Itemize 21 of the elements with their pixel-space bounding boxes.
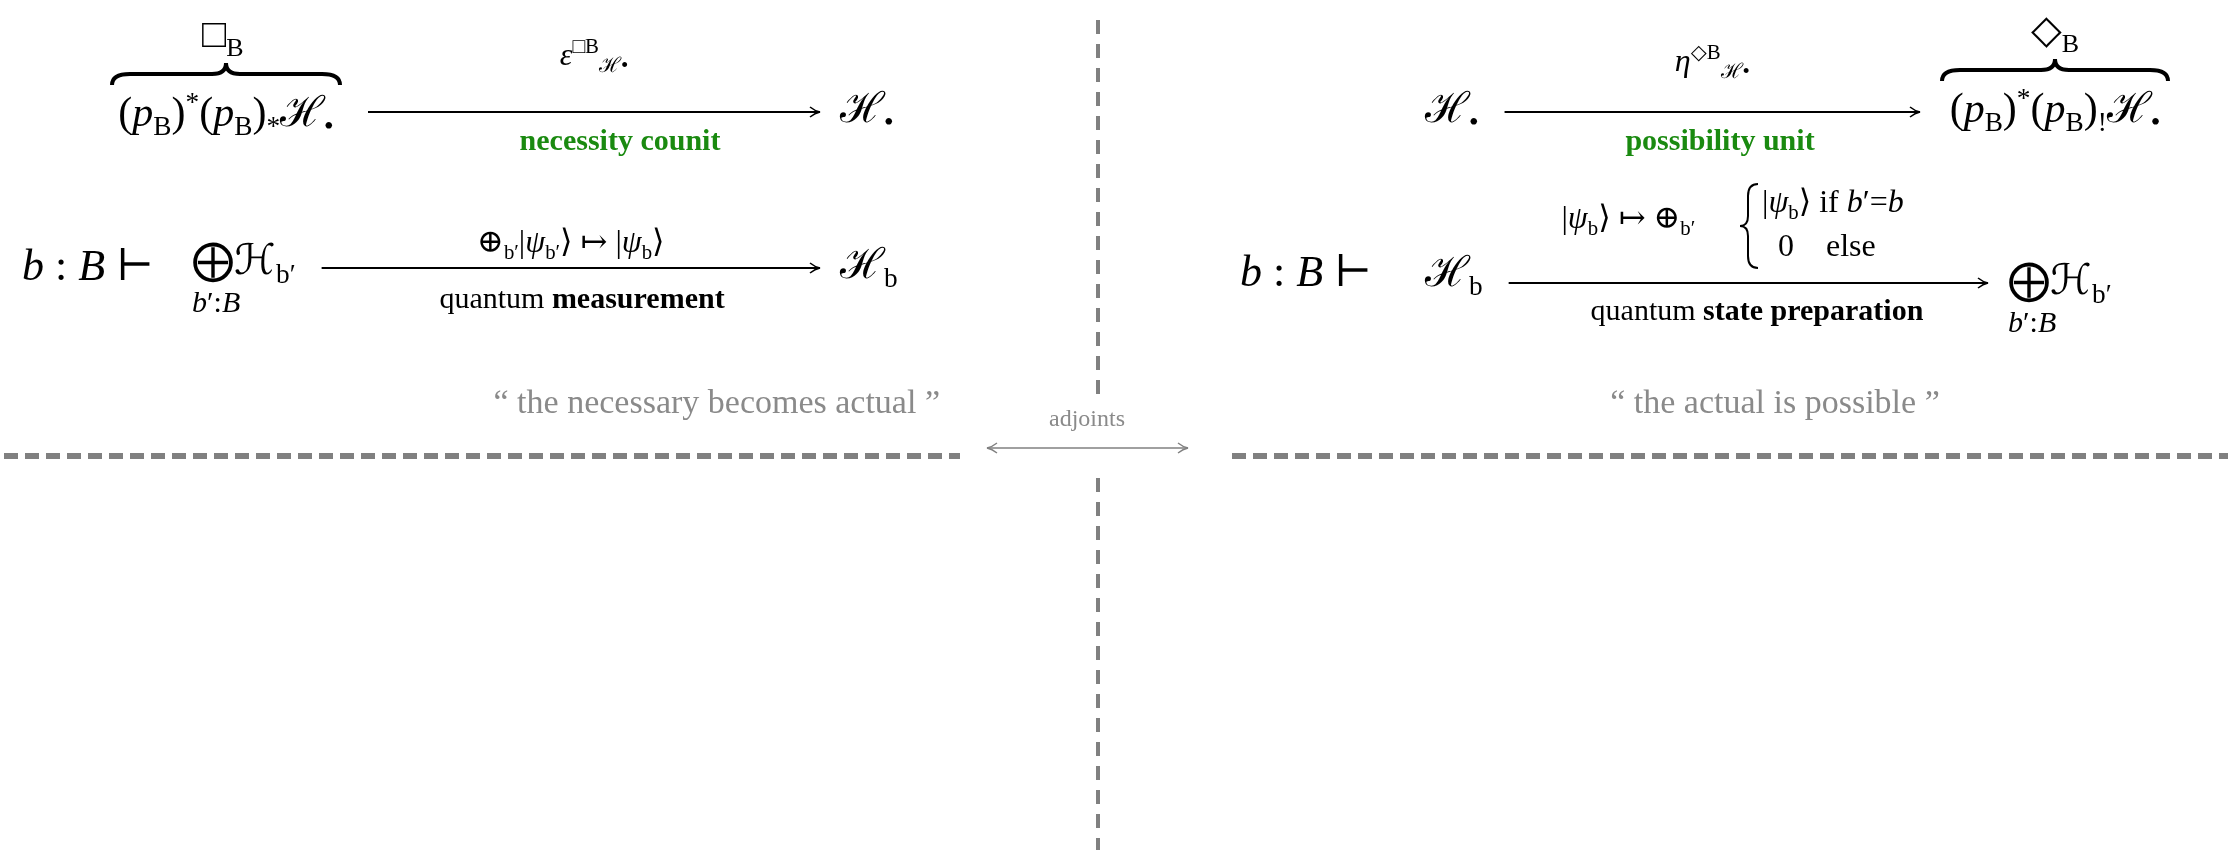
label-text: “ the actual is possible ” <box>1610 382 1940 422</box>
label-text: quantum state preparation <box>1590 292 1924 328</box>
formula: ℋ$_{•}$ <box>1425 84 1479 139</box>
label-text: possibility unit <box>1625 122 1815 158</box>
brace-label: ◇$_{B}$ <box>2030 10 2080 57</box>
label-text: b : B ⊢ <box>22 240 154 292</box>
formula: ℋ$_{b}$ <box>1425 248 1483 303</box>
edge-label: ⊕$_{b′}$|ψ$_{b′}$⟩ ↦ |ψ$_{b}$⟩ <box>477 222 665 266</box>
label-text: 0 else <box>1778 226 1876 265</box>
brace-label: □$_{B}$ <box>201 14 244 61</box>
formula: (p$_{B}$)$^{*}$(p$_{B}$)$_{!}$ℋ$_{•}$ <box>1949 83 2161 139</box>
formula: ℋ$_{b}$ <box>840 240 898 295</box>
label-text: necessity counit <box>519 122 721 158</box>
label-text: quantum measurement <box>439 280 725 316</box>
label-text: |ψ$_{b}$⟩ if b′=b <box>1762 182 1904 226</box>
edge-label: |ψ$_{b}$⟩ ↦ ⊕$_{b′}$ <box>1561 198 1696 242</box>
formula: ℋ$_{•}$ <box>840 84 894 139</box>
label-text: “ the necessary becomes actual ” <box>493 382 940 422</box>
formula: (p$_{B}$)$^{*}$(p$_{B}$)$_{*}$ℋ$_{•}$ <box>118 87 334 143</box>
label-text: b : B ⊢ <box>1240 246 1372 298</box>
label-text: adjoints <box>1049 404 1125 433</box>
